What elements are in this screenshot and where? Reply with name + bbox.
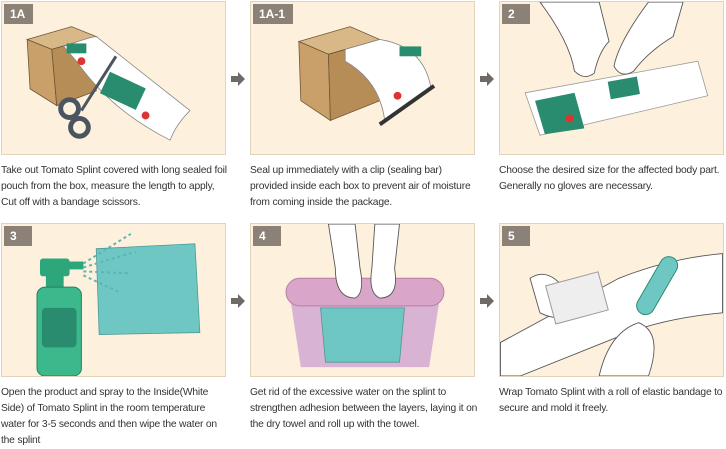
hands-tearing-splint-illustration [524,2,709,136]
step-badge: 1A [4,4,34,24]
step-2-description: Choose the desired size for the affected… [499,165,720,192]
spray-bottle-illustration [36,233,201,376]
step-5-panel: 5 [499,223,724,377]
step-badge: 1A-1 [253,4,294,24]
step-badge: 2 [502,4,530,24]
step-3-description: Open the product and spray to the Inside… [1,387,217,446]
step-3-panel: 3 [1,223,226,377]
step-badge: 4 [253,226,281,246]
towel-rolling-illustration [285,224,445,368]
bandage-wrapping-illustration [500,253,723,376]
step-4-panel: 4 [250,223,475,377]
step-5-description: Wrap Tomato Splint with a roll of elasti… [499,387,723,414]
box-and-scissors-illustration [25,26,191,141]
box-with-clip-illustration [297,26,436,126]
step-badge: 3 [4,226,32,246]
step-1a-1-panel: 1A-1 [250,1,475,155]
step-badge: 5 [502,226,530,246]
step-1a-description: Take out Tomato Splint covered with long… [1,165,227,208]
step-1a-1-description: Seal up immediately with a clip (sealing… [250,165,471,208]
step-4-description: Get rid of the excessive water on the sp… [250,387,478,430]
step-2-panel: 2 [499,1,724,155]
step-1a-panel: 1A [1,1,226,155]
